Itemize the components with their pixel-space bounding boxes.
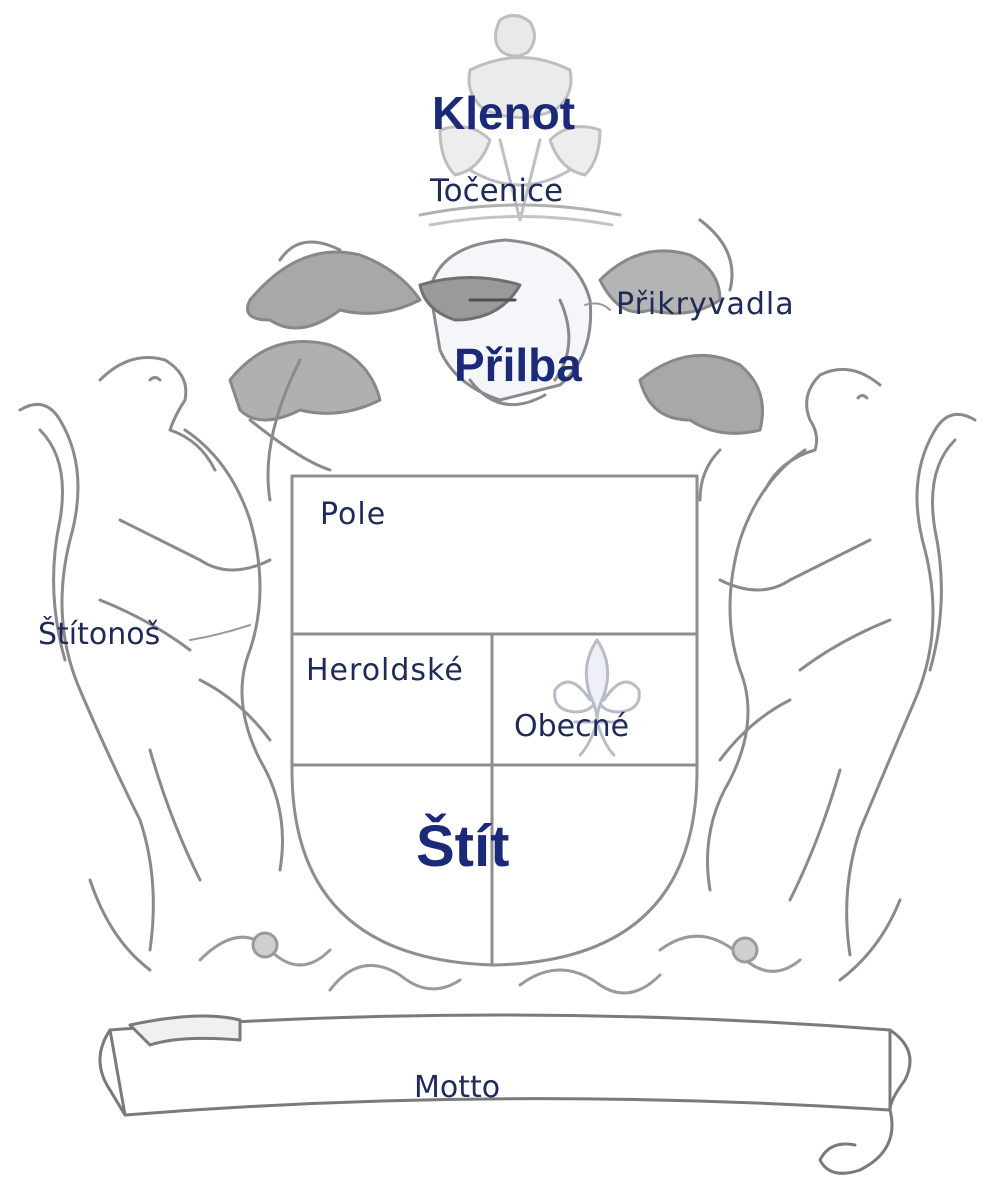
mantling-right-icon	[600, 220, 763, 500]
label-pole: Pole	[320, 500, 386, 530]
label-motto: Motto	[414, 1073, 500, 1103]
label-stitonos: Štítonoš	[38, 620, 160, 650]
label-prikryvadla: Přikryvadla	[616, 290, 795, 320]
mantling-left-icon	[230, 242, 420, 500]
supporter-right-lion-icon	[708, 369, 976, 980]
label-tocenice: Točenice	[430, 176, 563, 207]
shield-outline	[292, 476, 697, 965]
label-heroldske: Heroldské	[306, 656, 464, 686]
label-klenot: Klenot	[432, 90, 575, 136]
label-obecne: Obecné	[514, 712, 629, 742]
label-stit: Štít	[416, 818, 509, 876]
label-prilba: Přilba	[454, 342, 582, 388]
motto-banner	[100, 1015, 910, 1173]
supporter-left-lion-icon	[20, 358, 283, 971]
